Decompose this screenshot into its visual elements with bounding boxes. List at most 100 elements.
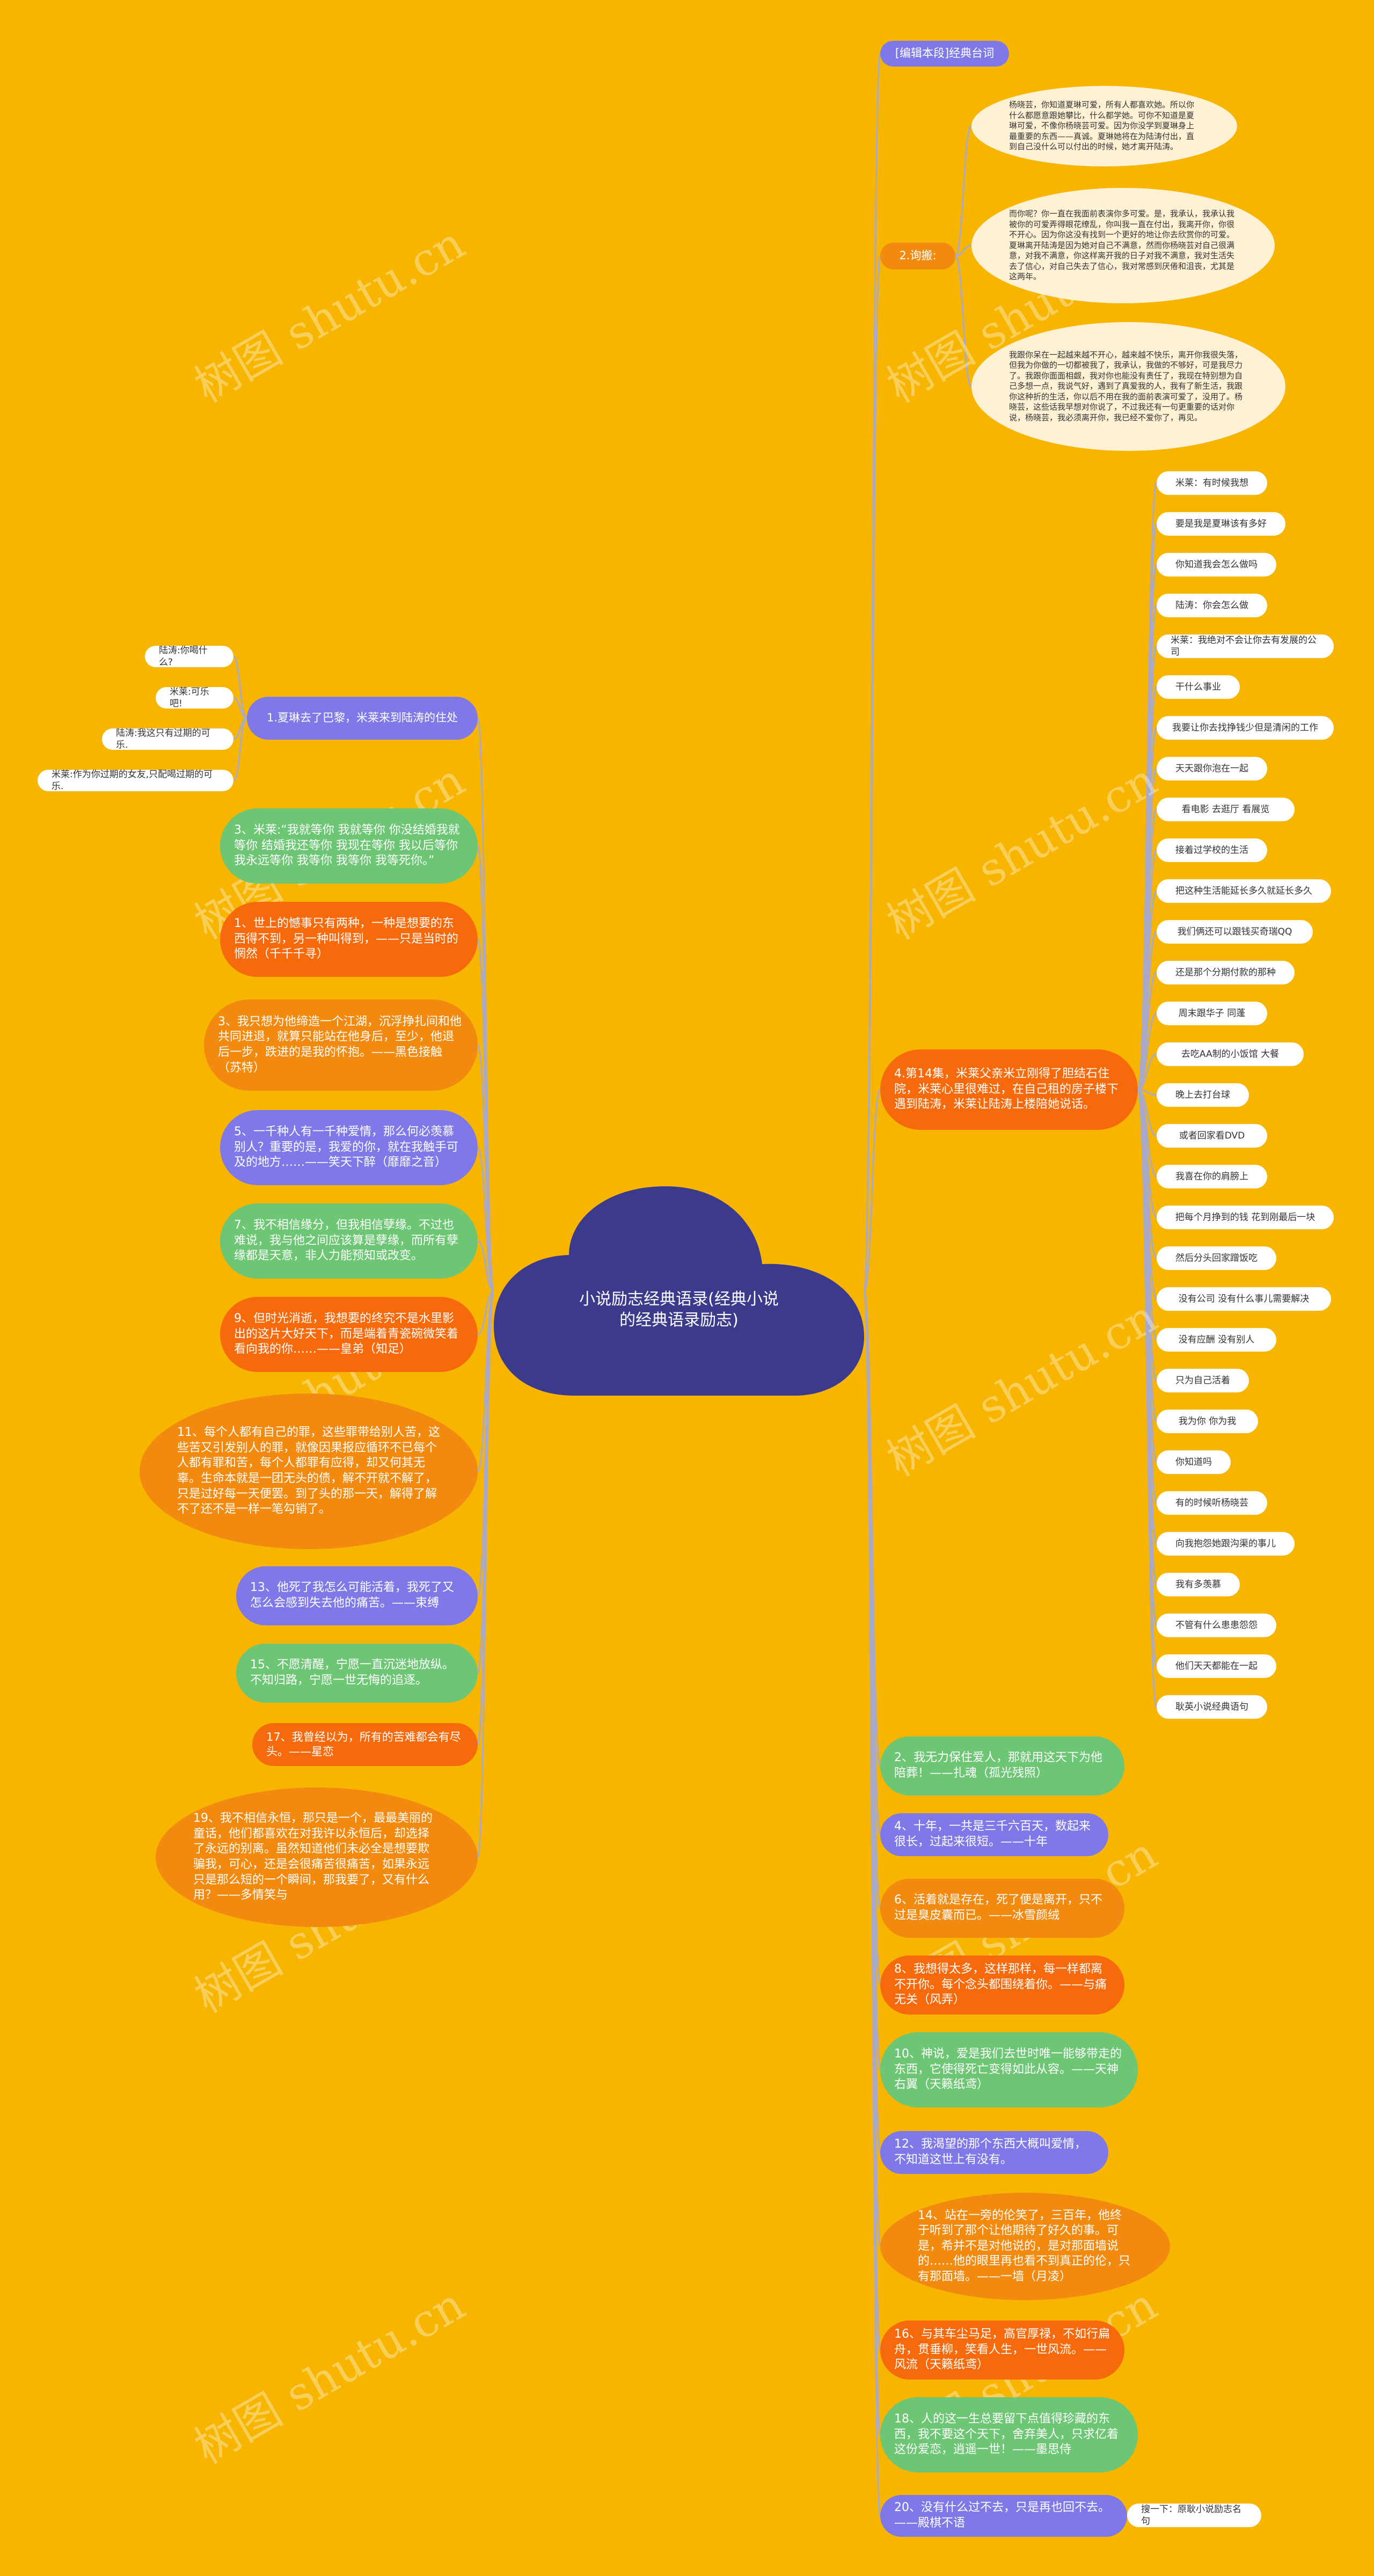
dialogue-node[interactable]: 我要让你去找挣钱少但是清闲的工作 <box>1157 716 1334 740</box>
dialogue-node-text: 你知道吗 <box>1175 1456 1212 1468</box>
dialogue-node[interactable]: 或者回家看DVD <box>1157 1124 1267 1148</box>
dialogue-node[interactable]: 不管有什么患患怨怨 <box>1157 1614 1276 1637</box>
dialogue-node[interactable]: 米莱：我绝对不会让你去有发展的公司 <box>1157 634 1334 658</box>
quote-node-text: 杨晓芸，你知道夏琳可爱，所有人都喜欢她。所以你什么都愿意跟她攀比，什么都学她。可… <box>1009 100 1195 152</box>
dialogue-node-text: 晚上去打台球 <box>1175 1089 1230 1100</box>
dialogue-node[interactable]: 耿英小说经典语句 <box>1157 1695 1267 1719</box>
dialogue-node[interactable]: 晚上去打台球 <box>1157 1083 1249 1107</box>
dialogue-node[interactable]: 看电影 去逛厅 看展览 <box>1157 798 1295 821</box>
leaf-node[interactable]: 陆涛:我这只有过期的可乐. <box>102 728 233 750</box>
dialogue-node[interactable]: 接着过学校的生活 <box>1157 838 1267 862</box>
leaf-node[interactable]: 陆涛:你喝什么? <box>145 645 233 668</box>
dialogue-node[interactable]: 去吃AA制的小饭馆 大餐 <box>1157 1042 1304 1066</box>
dialogue-node-text: 要是我是夏琳该有多好 <box>1175 518 1267 529</box>
dialogue-node-text: 去吃AA制的小饭馆 大餐 <box>1181 1048 1280 1060</box>
connector-line <box>863 53 881 1292</box>
dialogue-node-text: 把每个月挣到的钱 花到刚最后一块 <box>1175 1212 1315 1223</box>
dialogue-node-text: 米莱：我绝对不会让你去有发展的公司 <box>1171 634 1317 658</box>
dialogue-node[interactable]: 我们俩还可以跟钱买奇瑞QQ <box>1157 920 1313 944</box>
connector-line <box>954 125 973 257</box>
dialogue-node-text: 我要让你去找挣钱少但是清闲的工作 <box>1172 722 1318 733</box>
search-node[interactable]: 搜一下：原耿小说励志名句 <box>1127 2504 1261 2527</box>
left-node[interactable]: 1.夏琳去了巴黎，米莱来到陆涛的住处 <box>247 697 478 740</box>
left-node-text: 9、但时光消逝，我想要的终究不是水里影出的这片大好天下，而是端着青瓷碗微笑着看向… <box>234 1312 459 1356</box>
right-node[interactable]: 6、活着就是存在，死了便是离开，只不过是臭皮囊而已。——冰雪颜绒 <box>880 1879 1124 1938</box>
right-node[interactable]: 2、我无力保住爱人，那就用这天下为他陪葬！——扎魂（孤光残照） <box>880 1736 1124 1796</box>
leaf-node[interactable]: 米莱:作为你过期的女友,只配喝过期的可乐. <box>38 769 233 792</box>
left-node[interactable]: 5、一千种人有一千种爱情，那么何必羡慕别人？重要的是，我爱的你，就在我触手可及的… <box>220 1110 478 1185</box>
connector-line <box>477 1290 495 1746</box>
center-topic[interactable]: 小说励志经典语录(经典小说的经典语录励志) <box>494 1186 864 1396</box>
right-node-text: [编辑本段]经典台词 <box>895 47 995 60</box>
dialogue-node[interactable]: 没有应酬 没有别人 <box>1157 1328 1276 1352</box>
dialogue-node[interactable]: 只为自己活着 <box>1157 1369 1249 1392</box>
dialogue-node-text: 米莱：有时候我想 <box>1175 477 1248 488</box>
right-node-text: 2.询搬: <box>899 249 937 262</box>
left-node[interactable]: 19、我不相信永恒，那只是一个，最最美丽的童话，他们都喜欢在对我许以永恒后，却选… <box>156 1787 478 1927</box>
right-node[interactable]: [编辑本段]经典台词 <box>880 41 1009 67</box>
dialogue-node[interactable]: 把每个月挣到的钱 花到刚最后一块 <box>1157 1206 1334 1229</box>
left-node-text: 17、我曾经以为，所有的苦难都会有尽头。——星恋 <box>266 1730 461 1758</box>
connector-line <box>1137 1012 1157 1091</box>
dialogue-node[interactable]: 没有公司 没有什么事儿需要解决 <box>1157 1287 1331 1311</box>
connector-line <box>477 1240 494 1292</box>
dialogue-node[interactable]: 你知道我会怎么做吗 <box>1157 553 1276 577</box>
dialogue-node-text: 天天跟你泡在一起 <box>1175 763 1248 774</box>
right-node[interactable]: 20、没有什么过不去，只是再也回不去。——殿棋不语 <box>880 2495 1127 2537</box>
quote-node[interactable]: 而你呢？你一直在我面前表演你多可爱。是，我承认，我承认我被你的可爱弄得眼花缭乱，… <box>971 188 1275 303</box>
right-node[interactable]: 10、神说，爱是我们去世时唯一能够带走的东西，它使得死亡变得如此从容。——天神右… <box>880 2032 1138 2107</box>
dialogue-node[interactable]: 周末跟华子 同蓬 <box>1157 1002 1267 1025</box>
dialogue-node-text: 把这种生活能延长多久就延长多久 <box>1175 885 1312 896</box>
dialogue-node[interactable]: 我为你 你为我 <box>1157 1410 1258 1433</box>
cloud-shape <box>494 1186 864 1396</box>
right-node[interactable]: 8、我想得太多，这样那样，每一样都离不开你。每个念头都围绕着你。——与痛无关（风… <box>880 1955 1124 2015</box>
leaf-node[interactable]: 米莱:可乐吧! <box>156 687 233 709</box>
dialogue-node[interactable]: 陆涛：你会怎么做 <box>1157 594 1267 617</box>
quote-node[interactable]: 杨晓芸，你知道夏琳可爱，所有人都喜欢她。所以你什么都愿意跟她攀比，什么都学她。可… <box>971 86 1237 166</box>
left-node[interactable]: 3、米莱:“我就等你 我就等你 你没结婚我就等你 结婚我还等你 我现在等你 我以… <box>220 808 478 884</box>
dialogue-node[interactable]: 要是我是夏琳该有多好 <box>1157 512 1285 536</box>
left-node[interactable]: 13、他死了我怎么可能活着，我死了又怎么会感到失去他的痛苦。——束缚 <box>236 1566 478 1625</box>
right-node[interactable]: 2.询搬: <box>880 243 955 269</box>
dialogue-node[interactable]: 米莱：有时候我想 <box>1157 471 1267 495</box>
dialogue-node-text: 我有多羡慕 <box>1175 1579 1221 1590</box>
right-node[interactable]: 4.第14集，米莱父亲米立刚得了胆结石住院，米莱心里很难过，在自己租的房子楼下遇… <box>880 1049 1138 1130</box>
left-node[interactable]: 17、我曾经以为，所有的苦难都会有尽头。——星恋 <box>252 1723 478 1766</box>
left-node[interactable]: 3、我只想为他缔造一个江湖，沉浮挣扎间和他共同进退，就算只能站在他身后，至少，他… <box>204 999 478 1091</box>
quote-node[interactable]: 我跟你呆在一起越来越不开心，越来越不快乐，离开你我很失落，但我为你做的一切都被我… <box>971 322 1285 451</box>
left-node[interactable]: 11、每个人都有自己的罪，这些罪带给别人苦，这些苦又引发别人的罪，就像因果报应循… <box>140 1393 478 1549</box>
connector-line <box>1137 1089 1158 1708</box>
right-node-text: 6、活着就是存在，死了便是离开，只不过是臭皮囊而已。——冰雪颜绒 <box>894 1893 1102 1922</box>
right-node-text: 10、神说，爱是我们去世时唯一能够带走的东西，它使得死亡变得如此从容。——天神右… <box>894 2047 1122 2092</box>
left-node[interactable]: 15、不愿清醒，宁愿一直沉迷地放纵。不知归路，宁愿一世无悔的追逐。 <box>236 1644 478 1703</box>
dialogue-node[interactable]: 有的时候听杨晓芸 <box>1157 1491 1267 1515</box>
left-node[interactable]: 1、世上的憾事只有两种，一种是想要的东西得不到，另一种叫得到，——只是当时的惘然… <box>220 902 478 977</box>
dialogue-node[interactable]: 还是那个分期付款的那种 <box>1157 961 1295 984</box>
right-node[interactable]: 16、与其车尘马足，高官厚禄，不如行扁舟，贯垂柳，笑看人生，一世风流。——风流（… <box>880 2320 1124 2380</box>
dialogue-node[interactable]: 我有多羡慕 <box>1157 1573 1240 1596</box>
left-node[interactable]: 9、但时光消逝，我想要的终究不是水里影出的这片大好天下，而是端着青瓷碗微笑着看向… <box>220 1297 478 1372</box>
connector-line <box>1137 1053 1157 1091</box>
left-node-text: 7、我不相信缘分，但我相信孽缘。不过也难说，我与他之间应该算是孽缘，而所有孽缘都… <box>234 1218 459 1263</box>
connector-line <box>233 697 247 719</box>
dialogue-node[interactable]: 然后分头回家蹭饭吃 <box>1157 1246 1276 1270</box>
dialogue-node[interactable]: 我喜在你的肩膀上 <box>1157 1165 1267 1188</box>
dialogue-node[interactable]: 干什么事业 <box>1157 675 1240 699</box>
right-node[interactable]: 18、人的这一生总要留下点值得珍藏的东西，我不要这个天下，舍弃美人，只求亿着这份… <box>880 2397 1138 2472</box>
connector-line <box>954 255 973 388</box>
right-node[interactable]: 12、我渴望的那个东西大概叫爱情，不知道这世上有没有。 <box>880 2131 1108 2174</box>
search-node-text: 搜一下：原耿小说励志名句 <box>1141 2504 1241 2527</box>
dialogue-node-text: 没有应酬 没有别人 <box>1178 1334 1255 1345</box>
dialogue-node[interactable]: 向我抱怨她跟沟渠的事儿 <box>1157 1532 1295 1556</box>
dialogue-node-text: 接着过学校的生活 <box>1175 844 1248 856</box>
dialogue-node[interactable]: 天天跟你泡在一起 <box>1157 757 1267 780</box>
dialogue-node[interactable]: 你知道吗 <box>1157 1450 1231 1474</box>
dialogue-node-text: 周末跟华子 同蓬 <box>1178 1008 1246 1019</box>
quote-node-text: 我跟你呆在一起越来越不开心，越来越不快乐，离开你我很失落，但我为你做的一切都被我… <box>1009 349 1243 422</box>
dialogue-node[interactable]: 把这种生活能延长多久就延长多久 <box>1157 879 1331 903</box>
right-node[interactable]: 14、站在一旁的伦笑了，三百年，他终于听到了那个让他期待了好久的事。可是，希并不… <box>880 2193 1170 2300</box>
left-node[interactable]: 7、我不相信缘分，但我相信孽缘。不过也难说，我与他之间应该算是孽缘，而所有孽缘都… <box>220 1203 478 1279</box>
left-node-text: 11、每个人都有自己的罪，这些罪带给别人苦，这些苦又引发别人的罪，就像因果报应循… <box>177 1426 440 1516</box>
dialogue-node[interactable]: 他们天天都能在一起 <box>1157 1654 1276 1678</box>
right-node[interactable]: 4、十年，一共是三千六百天，数起来很长，过起来很短。——十年 <box>880 1813 1108 1856</box>
